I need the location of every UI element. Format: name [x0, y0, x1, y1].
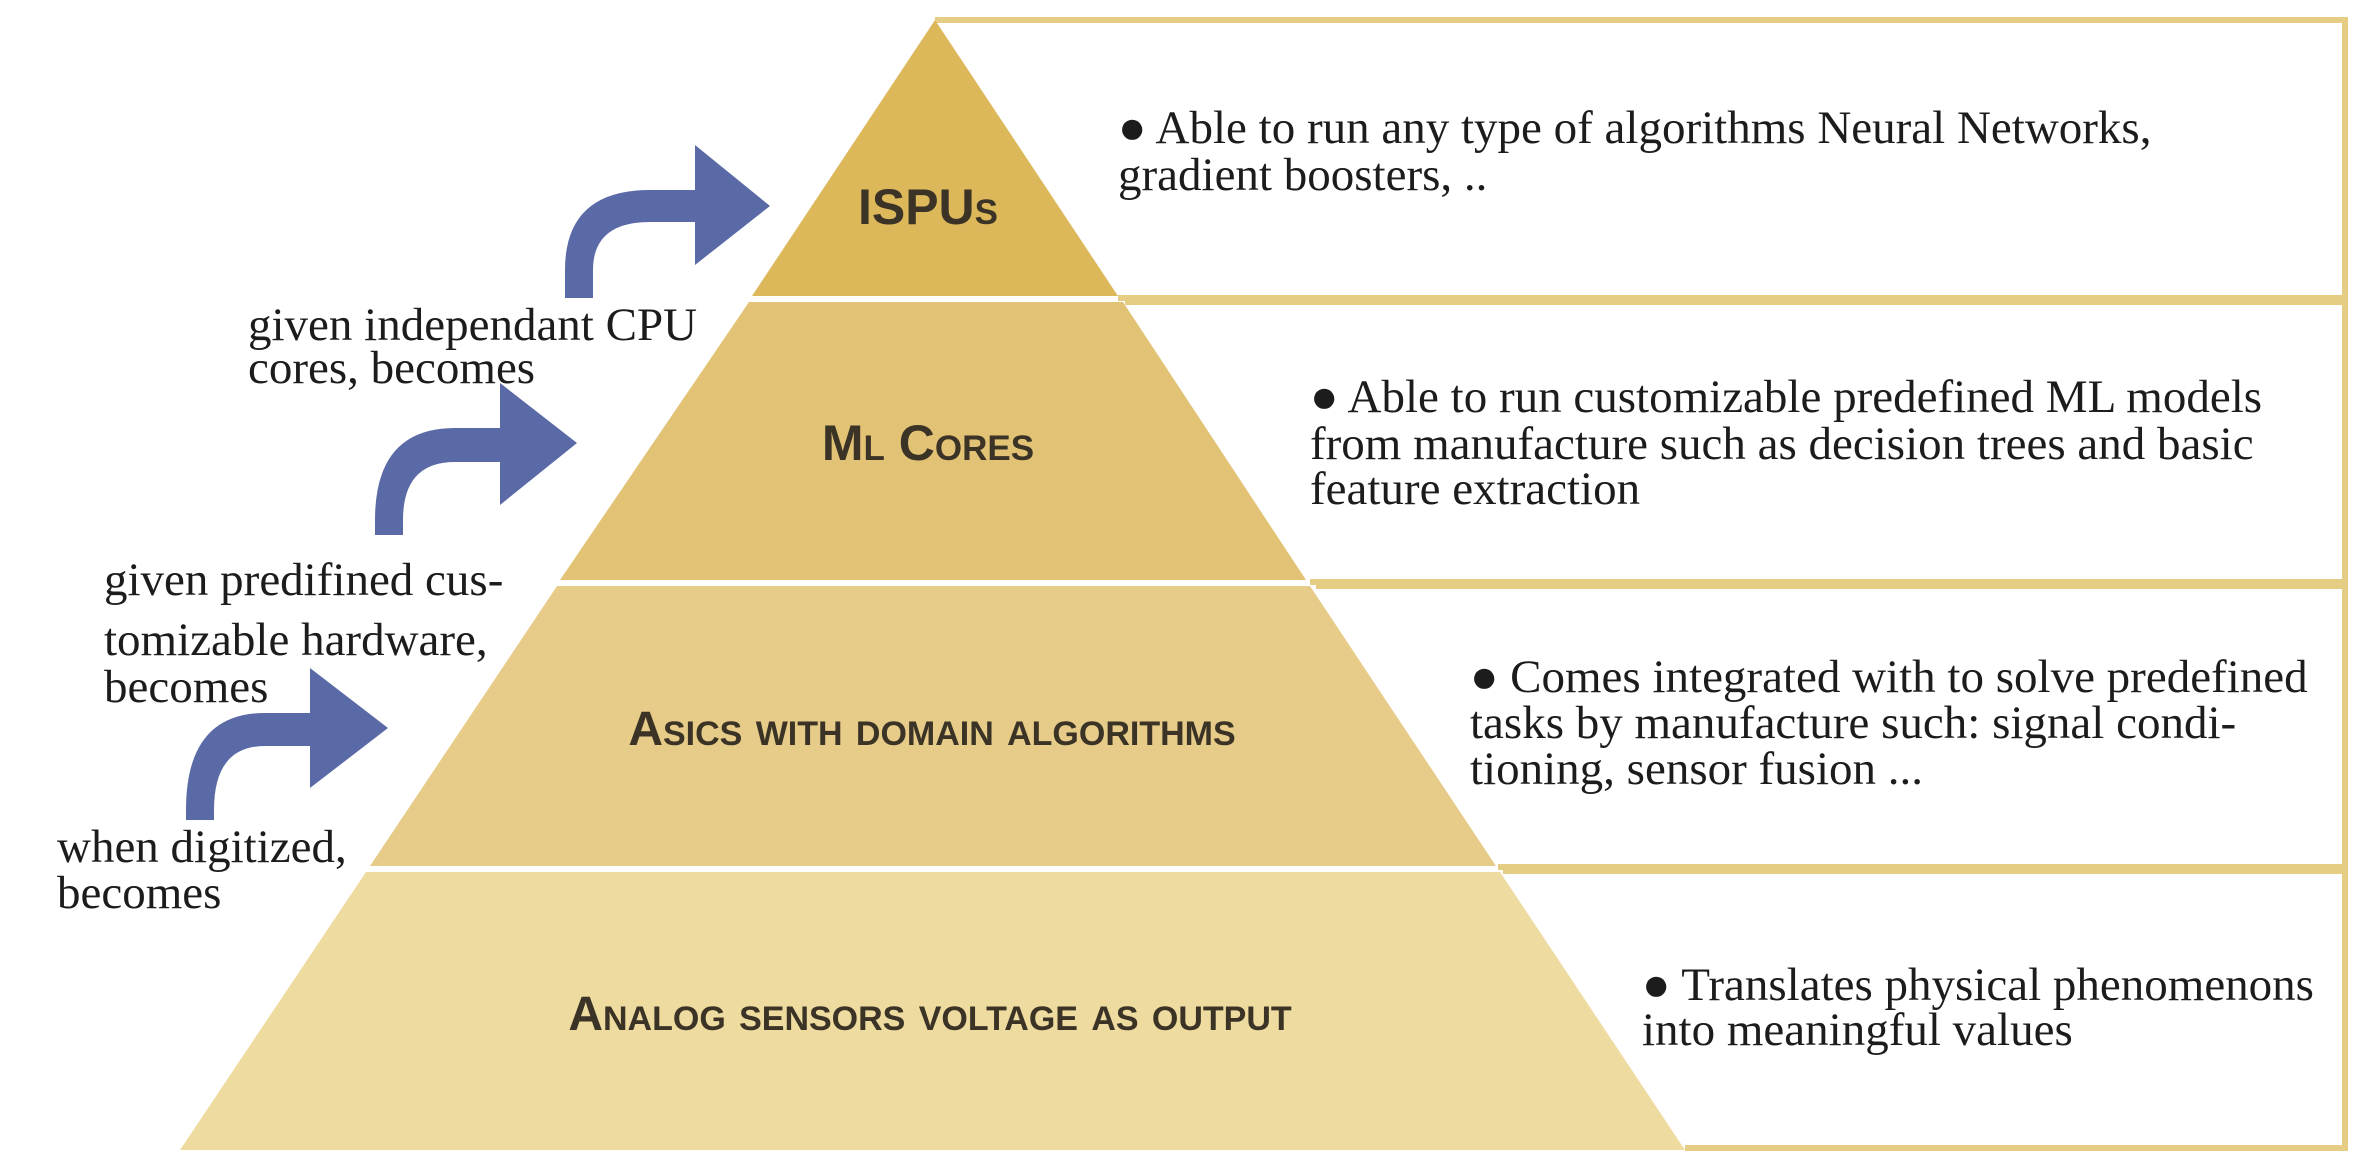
tier-label-ml-cores: Ml Cores	[822, 415, 1034, 471]
curved-arrow-icon	[375, 383, 577, 535]
frame-panel-1	[935, 17, 2348, 301]
frame-panel-4	[1503, 868, 2348, 1151]
pyramid-tier-ispus	[752, 20, 1118, 296]
tier-label-ispus: ISPUs	[858, 179, 998, 235]
tier-label-asics: Asics with domain algorithms	[628, 703, 1235, 756]
pyramid-tier-asics	[370, 586, 1496, 866]
tier-description-ml-cores: ● Able to run customizable predefined ML…	[1310, 371, 2274, 515]
tier-description-ispus: ● Able to run any type of algorithms Neu…	[1118, 102, 2163, 201]
curved-arrow-icon	[186, 668, 388, 820]
tier-description-asics: ● Comes integrated with to solve predefi…	[1470, 651, 2319, 795]
pyramid-tier-analog-sensors	[180, 872, 1685, 1150]
frame-panel-2	[1125, 299, 2348, 585]
transition-note-digitized: when digitized, becomes	[57, 821, 359, 919]
transition-note-cpu-cores: given independant CPU cores, becomes	[248, 299, 709, 394]
curved-arrow-icon	[565, 145, 770, 298]
tier-description-analog-sensors: ● Translates physical phenomenons into m…	[1642, 959, 2326, 1056]
description-frame	[935, 17, 2348, 1151]
pyramid-tier-ml-cores	[560, 302, 1306, 580]
transition-note-customizable-hardware: given predifined cus- tomizable hardware…	[104, 554, 515, 713]
frame-panel-3	[1316, 583, 2348, 870]
tier-label-analog-sensors: Analog sensors voltage as output	[568, 988, 1292, 1041]
